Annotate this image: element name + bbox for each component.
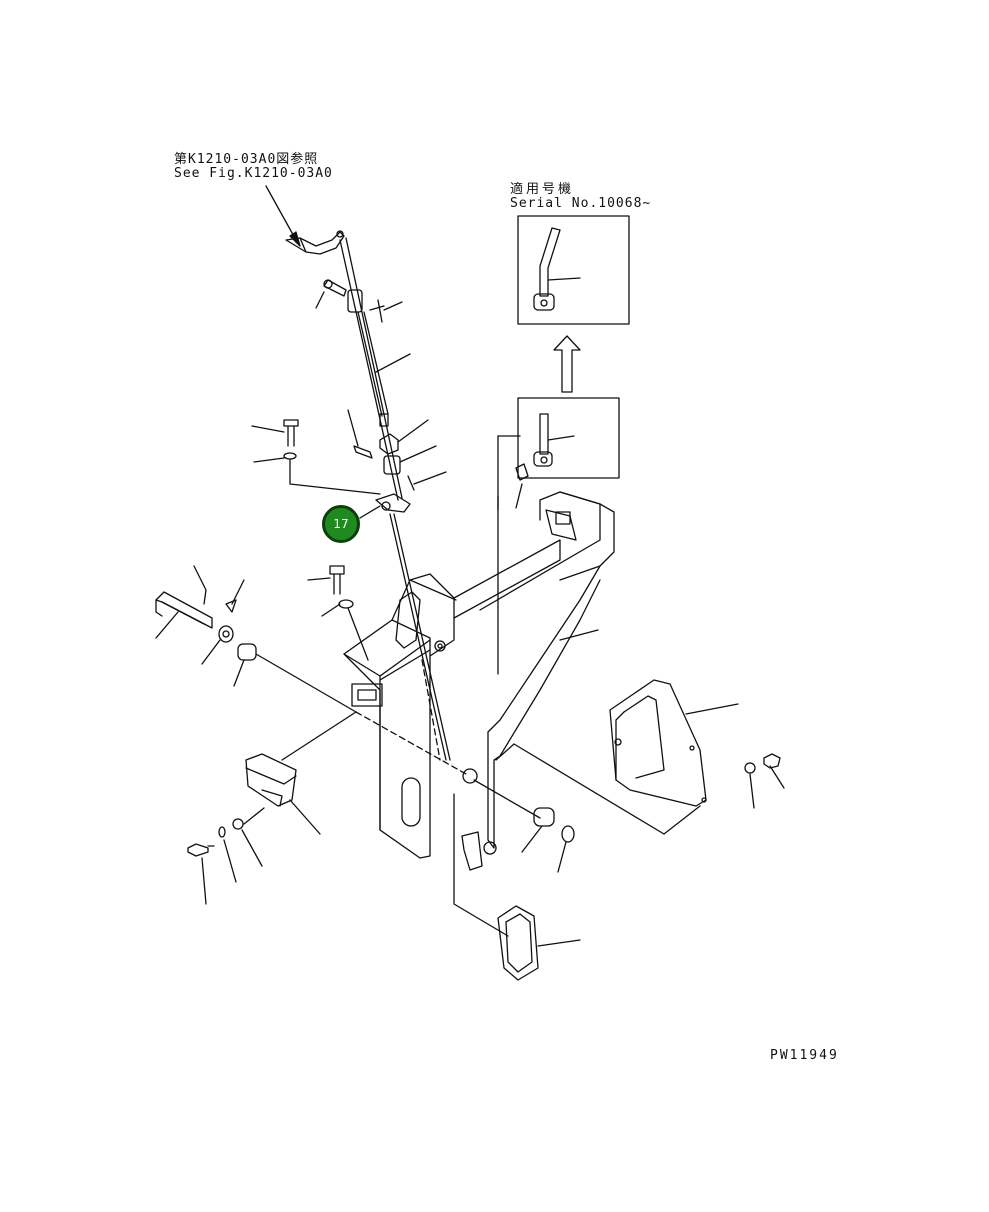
clevis-pin [315, 279, 347, 309]
bolt-stand [307, 565, 369, 661]
serial-inset-lower [517, 397, 620, 479]
support-arm [487, 565, 601, 849]
lower-bushing [462, 768, 575, 873]
pedal-block [453, 793, 509, 937]
boot-left [245, 711, 357, 835]
reference-label-japanese: 第K1210-03A0図参照 [174, 152, 319, 167]
washers-left [201, 625, 357, 713]
bellcrank [289, 459, 411, 519]
boot-lower [497, 905, 581, 981]
serial-arrow [553, 335, 581, 393]
drawing-number: PW11949 [770, 1048, 839, 1063]
console-stand [343, 491, 615, 859]
serial-label-japanese: 適用号機 [510, 182, 575, 197]
reference-label-english: See Fig.K1210-03A0 [174, 166, 333, 181]
bolts-bottom-left [187, 807, 265, 905]
serial-inset-upper [517, 215, 630, 325]
serial-label-english: Serial No.10068~ [510, 196, 652, 211]
bolt-left-upper [251, 419, 299, 463]
threaded-rod [357, 311, 411, 427]
callout-17[interactable]: 17 [322, 505, 360, 543]
hinge-pin-left [155, 565, 245, 639]
linkage-rod-upper [339, 237, 403, 501]
hidden-lines [355, 659, 467, 775]
upper-link-bracket [285, 230, 345, 255]
hex-nut [379, 419, 429, 455]
reference-arrow [265, 185, 301, 247]
lower-clevis [347, 409, 447, 491]
bolt-right [744, 753, 785, 809]
serial-part-leader [497, 435, 529, 675]
upper-clevis [347, 289, 403, 323]
linkage-rod-lower [389, 513, 451, 761]
side-panel-right [495, 679, 739, 835]
